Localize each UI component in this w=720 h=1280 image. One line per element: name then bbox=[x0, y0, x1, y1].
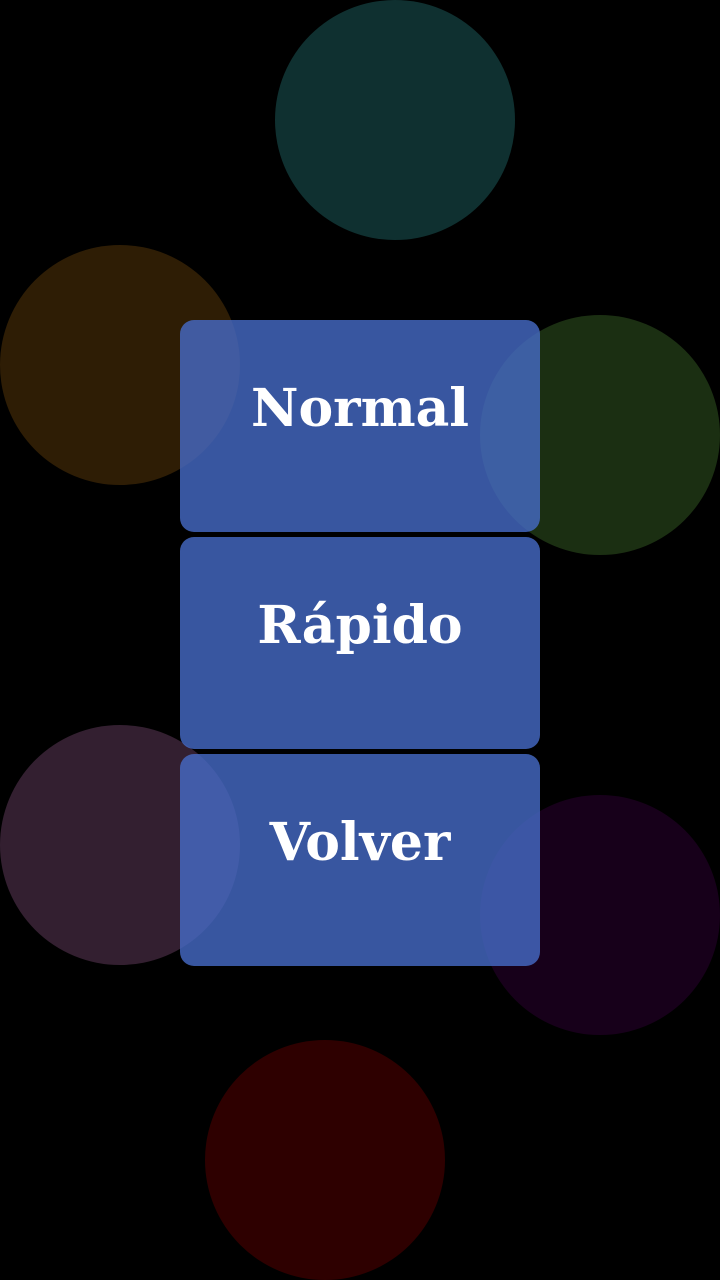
back-button[interactable]: Volver bbox=[180, 754, 540, 966]
decorative-circle-teal bbox=[275, 0, 515, 240]
fast-mode-label: Rápido bbox=[257, 595, 463, 656]
fast-mode-button[interactable]: Rápido bbox=[180, 537, 540, 749]
back-label: Volver bbox=[269, 812, 451, 873]
normal-mode-label: Normal bbox=[250, 378, 470, 439]
decorative-circle-red bbox=[205, 1040, 445, 1280]
normal-mode-button[interactable]: Normal bbox=[180, 320, 540, 532]
